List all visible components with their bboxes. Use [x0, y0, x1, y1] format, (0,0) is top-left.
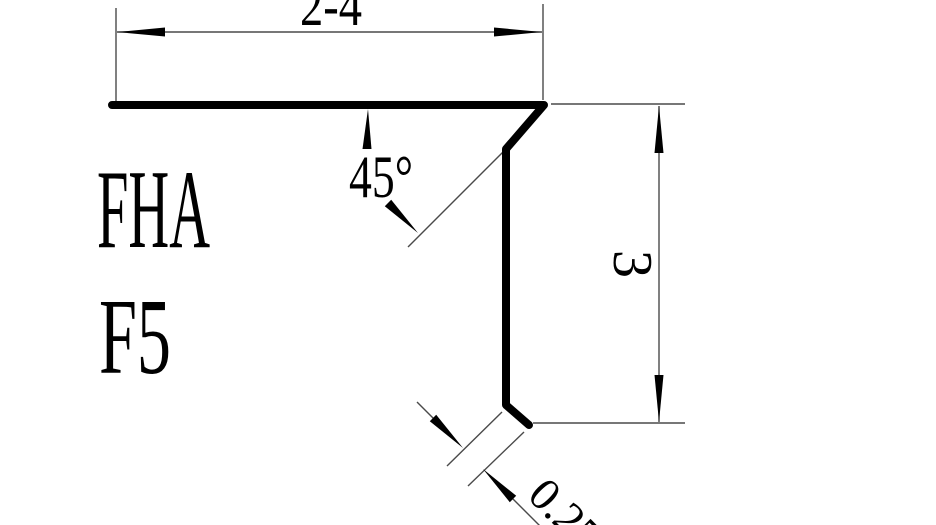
dimension-lines [115, 4, 685, 525]
kick-dim-label: 0.25 [519, 468, 612, 525]
kick-dim-tail-line [416, 401, 435, 420]
kick-arrow-lower-icon [483, 469, 517, 503]
angle-construction-line [407, 149, 506, 248]
profile [108, 101, 548, 429]
width-arrow-right-icon [494, 27, 542, 37]
kick-leader-line [511, 497, 540, 525]
width-arrow-left-icon [117, 27, 165, 37]
height-arrow-down-icon [654, 375, 664, 422]
product-series-label: FHA [97, 148, 210, 272]
height-dim-label: 3 [601, 250, 663, 278]
arrowheads [117, 27, 664, 503]
product-model-label: F5 [99, 278, 171, 397]
kick-ext-line-lower [467, 431, 525, 487]
kick-arrow-upper-icon [429, 414, 463, 448]
width-dim-label: 2-4 [300, 0, 362, 38]
angle-arrow-up-icon [362, 109, 372, 149]
angle-dim-label: 45° [349, 144, 413, 210]
kick-ext-line-upper [446, 411, 503, 467]
height-arrow-up-icon [654, 106, 664, 153]
profile-outline [108, 101, 548, 429]
angle-arrow-diag-icon [384, 199, 418, 233]
